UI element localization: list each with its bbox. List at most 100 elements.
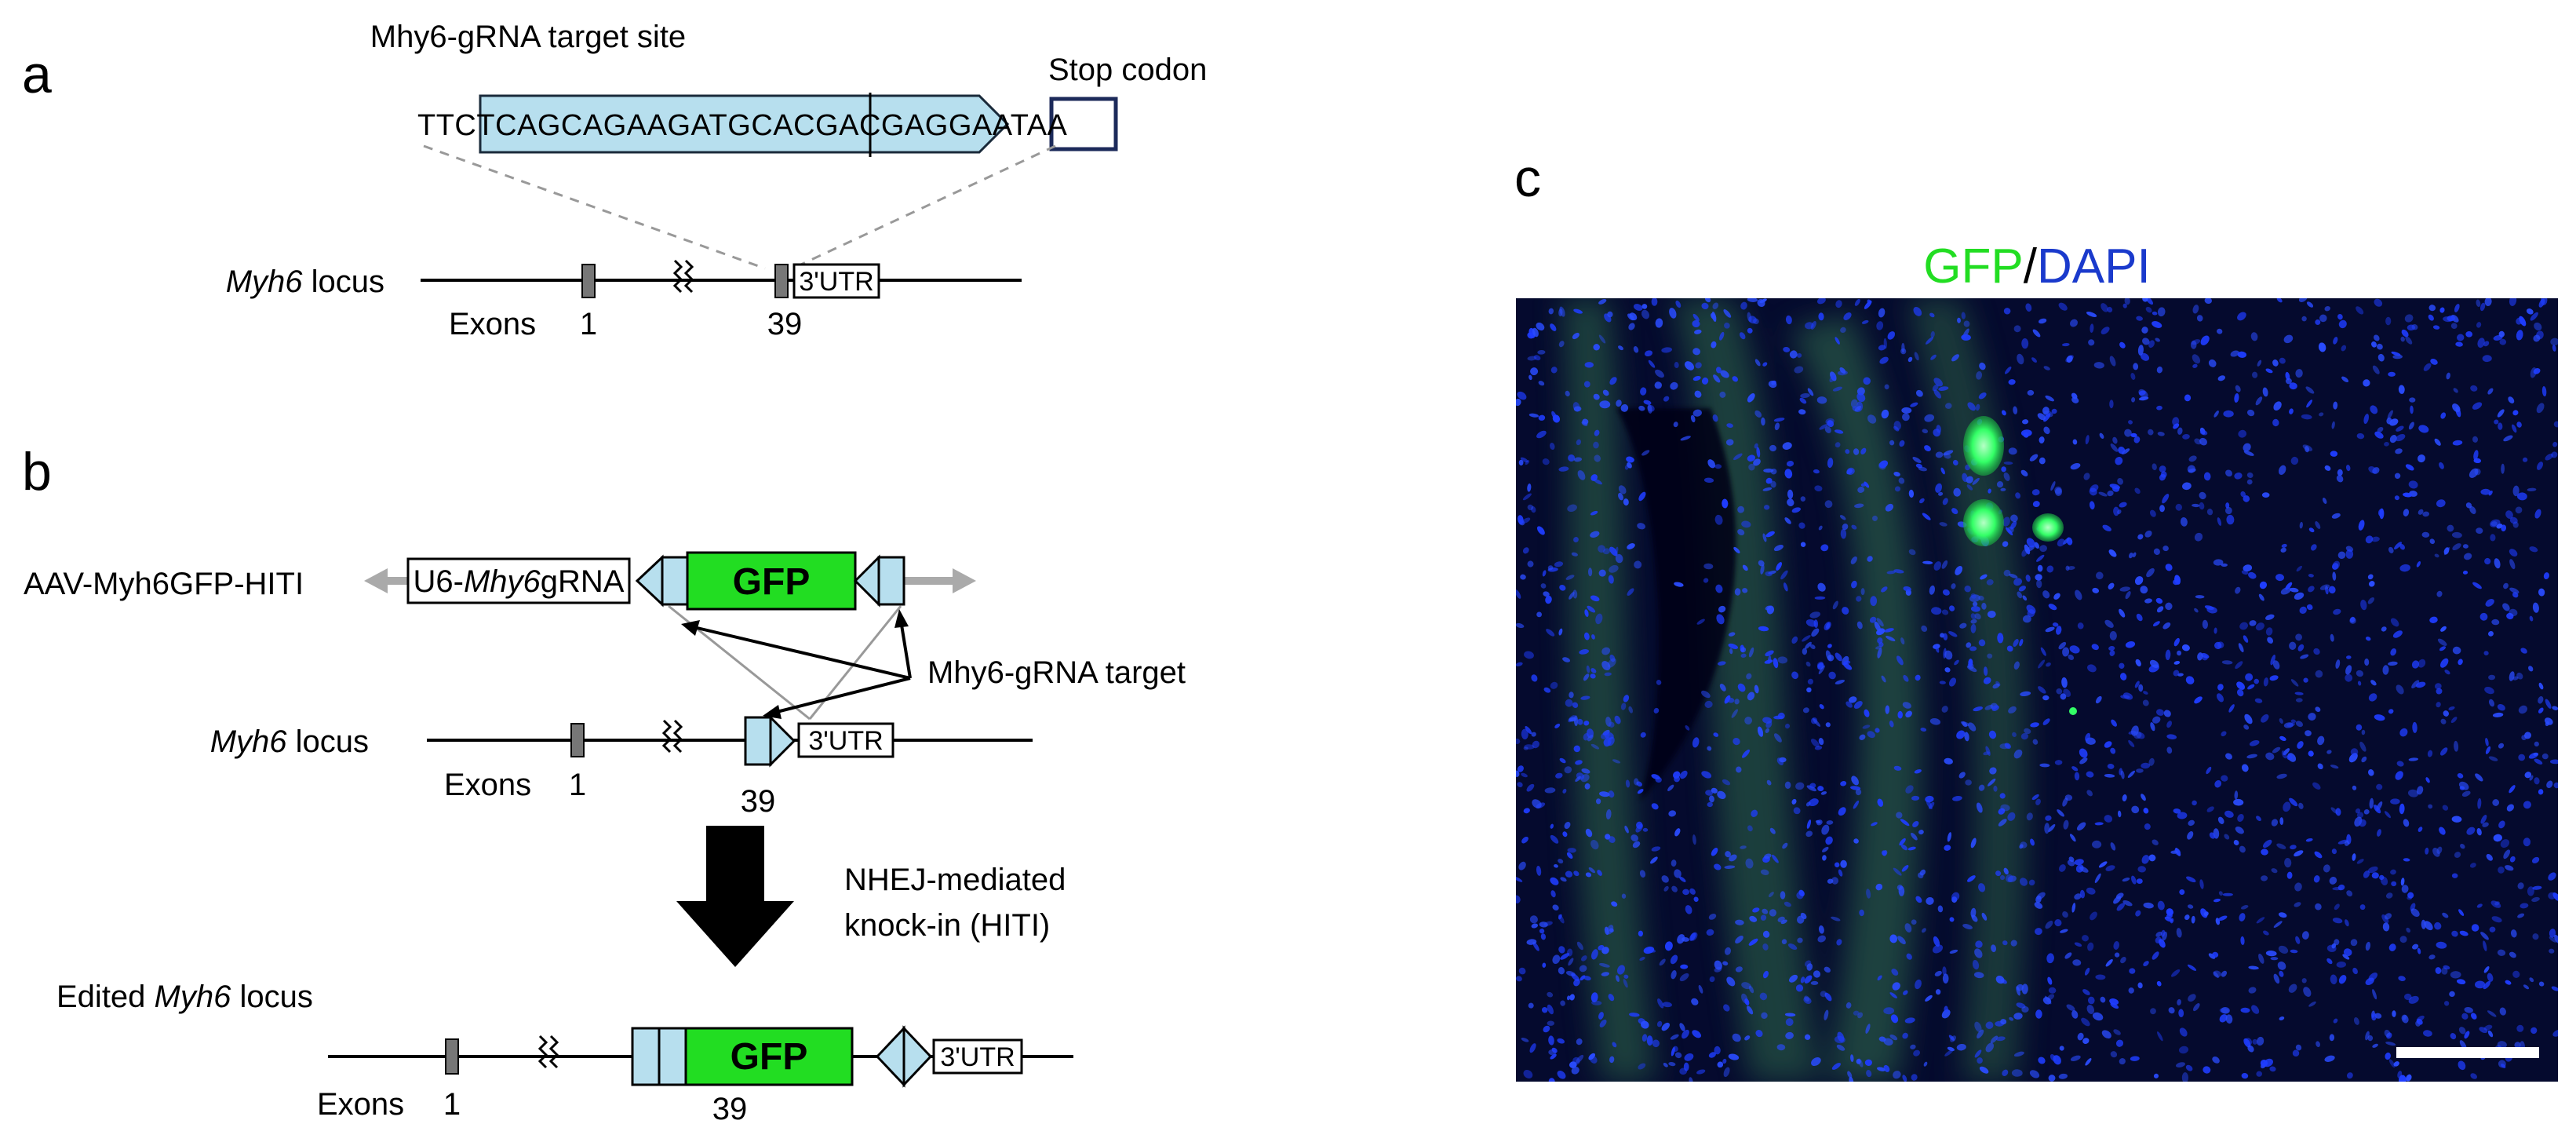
nucleus (2541, 386, 2547, 397)
nucleus (1999, 793, 2006, 799)
nucleus (1865, 1024, 1871, 1034)
nucleus (2177, 998, 2181, 1005)
nucleus (1554, 561, 1564, 568)
nucleus (2330, 451, 2338, 457)
nucleus (1712, 302, 1719, 309)
nucleus (1900, 637, 1905, 645)
nucleus (2479, 302, 2486, 312)
nucleus (2064, 794, 2073, 801)
nucleus (1952, 459, 1958, 465)
nucleus (2423, 363, 2432, 371)
nucleus (1958, 772, 1966, 779)
nucleus (2530, 312, 2538, 321)
nucleus (2152, 716, 2161, 724)
nucleus (1921, 625, 1928, 632)
nucleus (1572, 589, 1578, 599)
nucleus (1583, 673, 1590, 681)
nucleus (2469, 505, 2476, 514)
nucleus (2221, 731, 2227, 737)
nucleus (1663, 396, 1670, 402)
nucleus (1724, 322, 1730, 329)
nucleus (2173, 808, 2181, 814)
nucleus (2289, 641, 2297, 650)
nucleus (2403, 819, 2410, 827)
nucleus (1663, 1062, 1668, 1067)
nucleus (1975, 403, 1980, 411)
nucleus (1692, 313, 1700, 322)
nucleus (2007, 812, 2016, 821)
nucleus (2534, 741, 2539, 747)
nucleus (2206, 509, 2213, 516)
nucleus (1719, 684, 1726, 692)
nucleus (2246, 472, 2254, 478)
nucleus (2408, 422, 2414, 430)
nucleus (2199, 879, 2204, 889)
nucleus (1869, 616, 1877, 623)
nucleus (2031, 794, 2039, 801)
exon-39-a (774, 264, 789, 298)
nucleus (2509, 516, 2518, 524)
nucleus (1825, 722, 1831, 728)
nucleus (2075, 864, 2084, 873)
nucleus (2224, 810, 2234, 818)
nucleus (2331, 849, 2337, 855)
nucleus (1903, 990, 1908, 995)
nucleus (2523, 838, 2531, 847)
nucleus (1935, 451, 1944, 458)
nucleus (1566, 948, 1573, 957)
nucleus (2070, 319, 2078, 327)
nucleus (1527, 484, 1532, 492)
sequence-text: TTCTCAGCAGAAGATGCACGACGAGGAATAA (417, 109, 1068, 142)
nucleus (1999, 874, 2006, 881)
nucleus (1608, 575, 1614, 584)
nucleus (1929, 312, 1935, 318)
nucleus (1558, 628, 1563, 636)
nucleus (1656, 1020, 1663, 1027)
nucleus (2199, 502, 2205, 510)
nucleus (1594, 429, 1600, 436)
nucleus (2509, 549, 2518, 557)
nucleus (2062, 911, 2068, 918)
nucleus (1970, 619, 1977, 624)
nucleus (1896, 885, 1903, 891)
nucleus (1860, 447, 1867, 454)
nucleus (2483, 980, 2491, 990)
nucleus (1664, 941, 1673, 951)
nucleus (2037, 413, 2046, 421)
nucleus (2471, 924, 2479, 932)
nucleus (2487, 1030, 2494, 1038)
nucleus (1620, 703, 1627, 710)
nucleus (2418, 425, 2429, 433)
nucleus (2186, 876, 2196, 883)
nucleus (2270, 655, 2275, 666)
nucleus (2026, 538, 2035, 548)
nucleus (2407, 892, 2414, 899)
nucleus (2512, 485, 2520, 497)
nucleus (2377, 509, 2384, 516)
nucleus (2434, 553, 2439, 558)
nucleus (2071, 396, 2079, 403)
nucleus (2289, 382, 2297, 390)
nucleus (2235, 826, 2244, 834)
nucleus (2303, 677, 2308, 683)
exons-label-b: Exons (444, 768, 531, 802)
gfp-positive-cells (1963, 416, 2077, 715)
nucleus (2523, 984, 2530, 990)
nucleus (2454, 740, 2459, 752)
nucleus (2003, 461, 2013, 465)
nucleus (1551, 1047, 1558, 1053)
nucleus (1516, 976, 1522, 982)
nucleus (1867, 414, 1877, 424)
nucleus (1747, 825, 1753, 832)
nucleus (1564, 766, 1572, 774)
nucleus (1744, 998, 1750, 1005)
nucleus (2086, 312, 2097, 317)
nucleus (1590, 668, 1597, 673)
nucleus (2299, 521, 2303, 529)
nucleus (1711, 848, 1718, 856)
nucleus (1883, 1038, 1893, 1046)
nucleus (1552, 904, 1559, 911)
nucleus (1983, 666, 1988, 676)
nucleus (1618, 492, 1623, 501)
